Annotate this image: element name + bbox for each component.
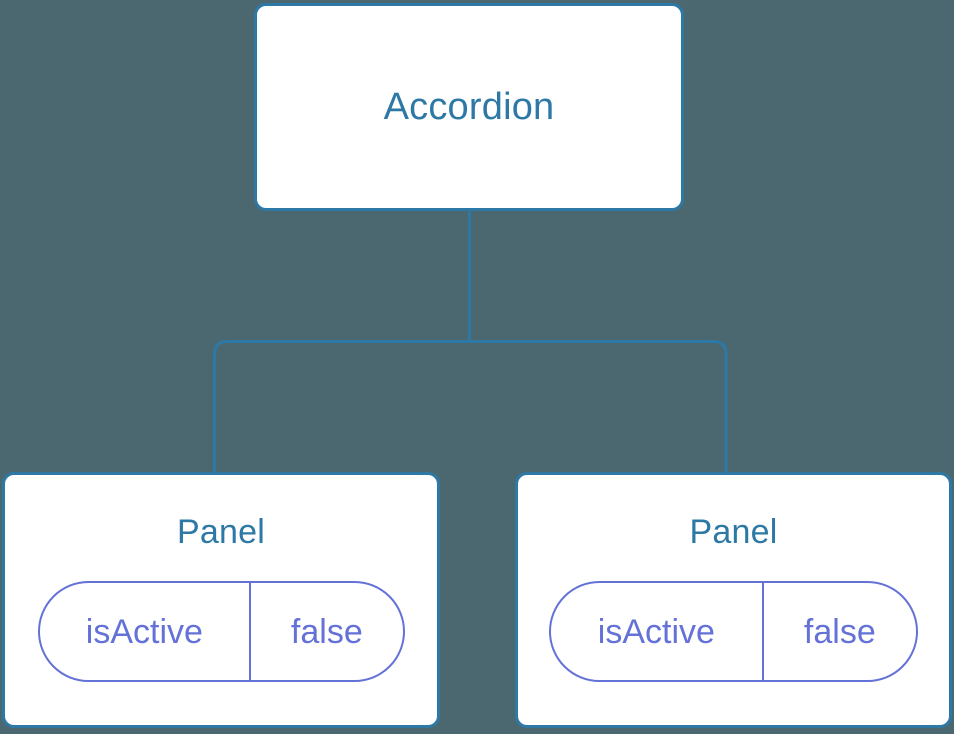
state-value-panel-1: false: [290, 612, 363, 651]
node-panel-2[interactable]: Panel isActive false: [515, 472, 952, 728]
node-accordion-title: Accordion: [383, 86, 555, 128]
state-key-panel-1: isActive: [40, 583, 252, 680]
connector-bus-to-left-child: [213, 340, 470, 474]
state-value-panel-2: false: [803, 612, 876, 651]
node-panel-1[interactable]: Panel isActive false: [2, 472, 440, 728]
node-panel-1-title: Panel: [177, 513, 265, 551]
state-badge-panel-2[interactable]: isActive false: [549, 581, 918, 682]
node-accordion[interactable]: Accordion: [254, 3, 684, 211]
state-key-panel-2: isActive: [551, 583, 764, 680]
node-panel-2-title: Panel: [689, 513, 778, 551]
connector-bus-to-right-child: [469, 340, 728, 474]
state-badge-panel-1[interactable]: isActive false: [37, 581, 405, 682]
